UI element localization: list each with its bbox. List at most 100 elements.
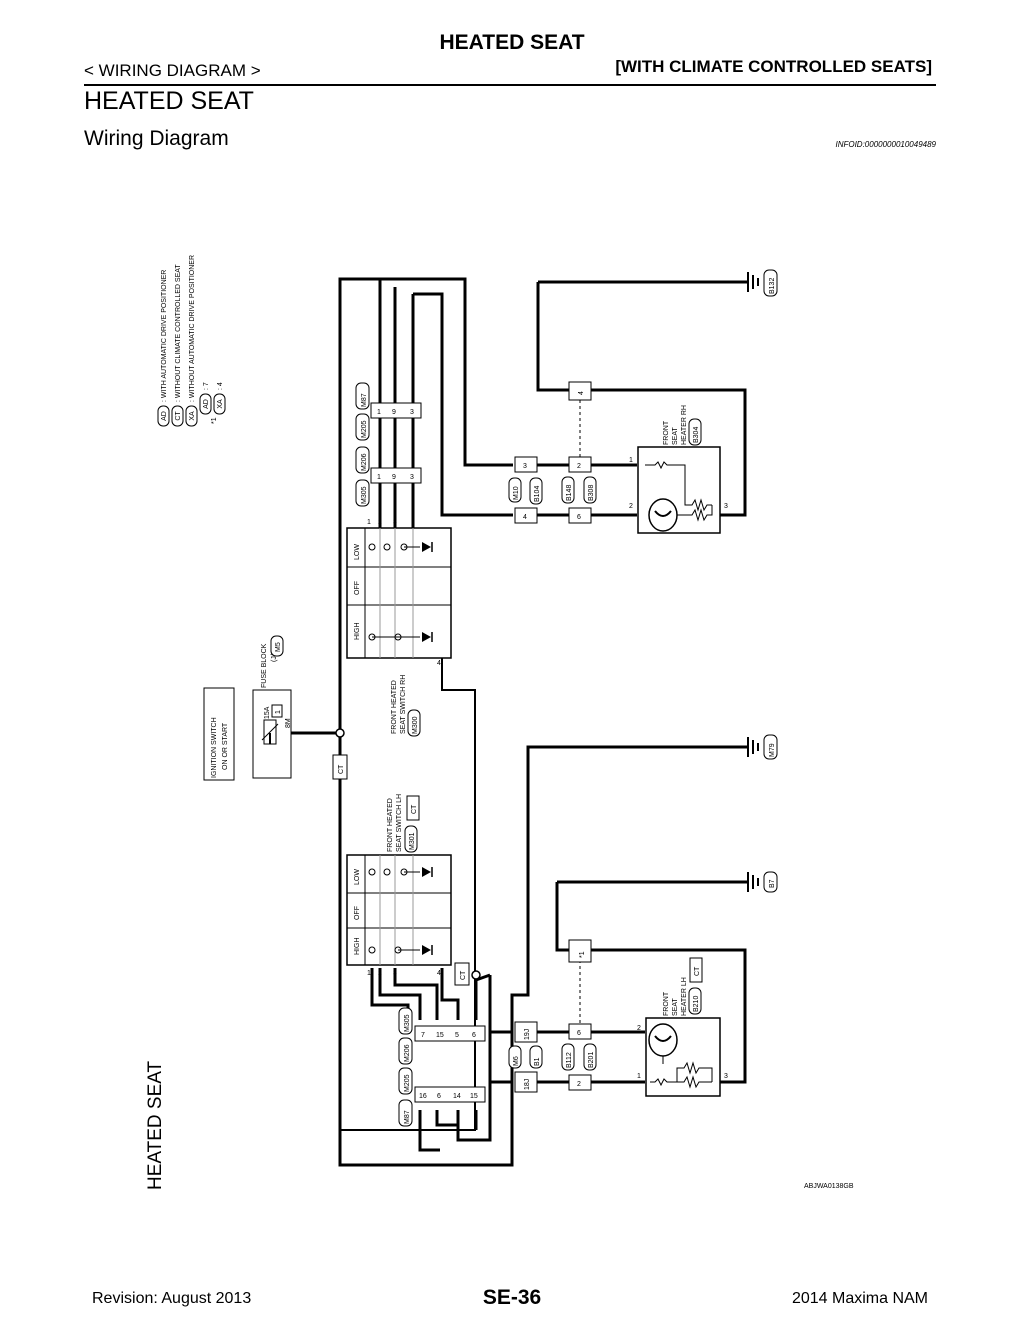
diagram-label: FRONT xyxy=(663,991,670,1016)
diagram-label: 1 xyxy=(637,1073,641,1080)
diagram-label: 6 xyxy=(577,514,581,521)
diagram-label: 4 xyxy=(437,970,441,977)
diagram-label: 16 xyxy=(419,1093,427,1100)
fuse-pin: 1 xyxy=(275,710,282,714)
legend-xa-text: : WITHOUT AUTOMATIC DRIVE POSITIONER xyxy=(189,255,196,402)
diagram-label: 2 xyxy=(378,519,382,526)
diagram-label: 4 xyxy=(523,514,527,521)
legend-ct: CT xyxy=(175,411,182,421)
diagram-label: *1 xyxy=(579,951,586,958)
diagram-label: M205 xyxy=(361,420,368,438)
connector-m10-b104: M10 B104 3 4 xyxy=(508,456,543,524)
diagram-label: CT xyxy=(460,970,467,980)
side-title: HEATED SEAT xyxy=(145,1060,166,1190)
diagram-label: 9 xyxy=(392,409,396,416)
diagram-label: 19J xyxy=(524,1029,531,1040)
connector-top-star: 4 xyxy=(568,381,592,401)
diagram-label: 9 xyxy=(392,474,396,481)
splice-point-main xyxy=(335,728,345,738)
switch-lh-high: HIGH xyxy=(354,938,361,956)
diagram-label: B210 xyxy=(693,996,700,1012)
ignition-line2: ON OR START xyxy=(222,722,229,770)
switch-lh-connector: M301 xyxy=(409,832,416,850)
diagram-label: FRONT xyxy=(663,420,670,445)
diagram-label: B112 xyxy=(566,1052,573,1068)
diagram-label: 14 xyxy=(453,1093,461,1100)
diagram-label: M10 xyxy=(513,486,520,500)
switch-rh-label1: FRONT HEATED xyxy=(391,680,398,734)
legend-ad-value: : 7 xyxy=(203,382,210,390)
diagram-label: 2 xyxy=(378,970,382,977)
front-seat-heater-rh: 1 2 3 FRONT SEAT HEATER RH B304 xyxy=(629,405,728,534)
diagram-label: CT xyxy=(694,966,701,976)
diagram-label: M87 xyxy=(404,1110,411,1124)
diagram-label: 2 xyxy=(629,503,633,510)
legend-ad-text: : WITH AUTOMATIC DRIVE POSITIONER xyxy=(161,270,168,402)
connector-group-bottom: M305 M206 M205 M87 7 15 5 6 16 6 14 15 xyxy=(398,1007,486,1127)
fuse-title: FUSE BLOCK xyxy=(261,643,268,688)
fuse-connector: M5 xyxy=(275,642,282,652)
diagram-label: 18J xyxy=(524,1079,531,1090)
diagram-label: HEATER LH xyxy=(681,977,688,1016)
switch-rh-label2: SEAT SWITCH RH xyxy=(400,675,407,734)
header-section: < WIRING DIAGRAM > xyxy=(84,61,261,80)
diagram-label: 15 xyxy=(470,1093,478,1100)
diagram-label: 6 xyxy=(437,1093,441,1100)
diagram-label: 6 xyxy=(472,1032,476,1039)
legend-ad-2: AD xyxy=(203,399,210,409)
diagram-label: 3 xyxy=(523,463,527,470)
diagram-label: 3 xyxy=(724,503,728,510)
diagram-label: 3 xyxy=(410,409,414,416)
header-title: HEATED SEAT xyxy=(439,31,585,54)
diagram-label: B1 xyxy=(534,1057,541,1066)
fuse-block: FUSE BLOCK (J/B) M5 15A 1 8M xyxy=(252,635,292,779)
diagram-label: M87 xyxy=(361,393,368,407)
switch-rh-high: HIGH xyxy=(354,623,361,641)
diagram-label: 1 xyxy=(367,970,371,977)
ground-b7: B7 xyxy=(747,871,778,893)
legend-ct-text: : WITHOUT CLIMATE CONTROLLED SEAT xyxy=(175,264,182,402)
diagram-label: M79 xyxy=(769,743,776,757)
diagram-label: 2 xyxy=(577,1081,581,1088)
diagram-label: 1 xyxy=(377,409,381,416)
fuse-amp: 15A xyxy=(264,706,271,719)
legend: AD : WITH AUTOMATIC DRIVE POSITIONER CT … xyxy=(157,255,226,427)
diagram-label: B304 xyxy=(693,427,700,443)
diagram-label: 1 xyxy=(629,457,633,464)
switch-rh-low: LOW xyxy=(354,544,361,560)
diagram-label: M206 xyxy=(404,1044,411,1062)
header-rule xyxy=(84,84,936,86)
diagram-label: B132 xyxy=(769,278,776,294)
diagram-label: B7 xyxy=(769,879,776,888)
connector-star1: *1 xyxy=(568,939,592,963)
diagram-label: 4 xyxy=(437,660,441,667)
diagram-label: 4 xyxy=(578,391,585,395)
switch-lh-low: LOW xyxy=(354,869,361,885)
diagram-label: B148 xyxy=(566,485,573,501)
diagram-label: CT xyxy=(411,804,418,814)
diagram-label: 2 xyxy=(637,1025,641,1032)
footer-revision: Revision: August 2013 xyxy=(92,1290,252,1307)
ignition-line1: IGNITION SWITCH xyxy=(211,717,218,778)
diagram-label: B308 xyxy=(588,485,595,501)
diagram-label: 5 xyxy=(455,1032,459,1039)
diagram-label: 15 xyxy=(436,1032,444,1039)
switch-rh-off: OFF xyxy=(354,581,361,595)
diagram-label: 2 xyxy=(577,463,581,470)
ct-tag-main: CT xyxy=(332,754,348,780)
legend-xa: XA xyxy=(189,411,196,421)
ground-m79: M79 xyxy=(747,734,778,760)
fuse-terminal: 8M xyxy=(285,718,292,728)
diagram-label: 1 xyxy=(377,474,381,481)
diagram-label: CT xyxy=(338,764,345,774)
diagram-label: B201 xyxy=(588,1052,595,1068)
switch-lh-off: OFF xyxy=(354,906,361,920)
legend-ad: AD xyxy=(161,411,168,421)
diagram-label: 3 xyxy=(724,1073,728,1080)
splice-point-lower xyxy=(471,970,481,980)
ignition-switch: IGNITION SWITCH ON OR START xyxy=(203,687,235,781)
front-seat-heater-lh: 2 1 3 FRONT SEAT HEATER LH B210 CT xyxy=(637,957,728,1097)
legend-xa-2: XA xyxy=(217,399,224,409)
figure-id: ABJWA0138GB xyxy=(804,1183,854,1190)
